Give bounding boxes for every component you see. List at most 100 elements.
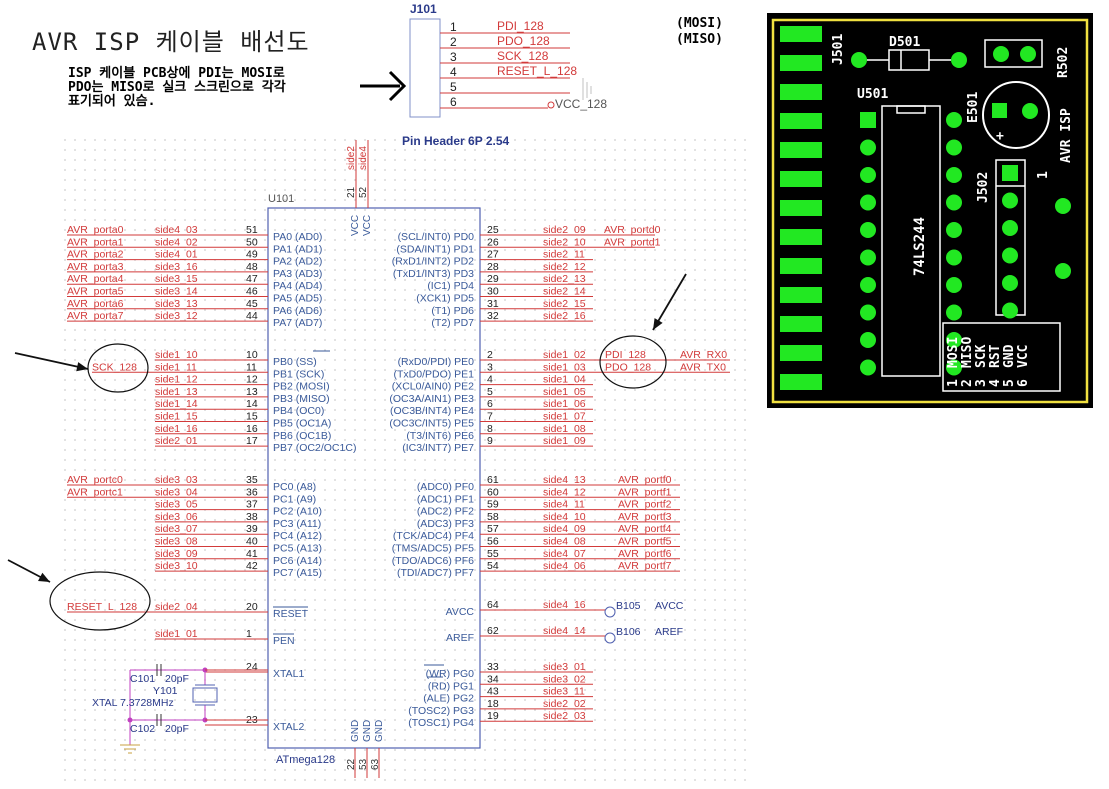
left-pin-name: PA6 (AD6) (273, 305, 322, 317)
right-pin-number: 43 (487, 686, 499, 698)
arrow-pdi-head-icon (653, 318, 663, 330)
test-point-icon (604, 632, 616, 644)
right-net-label: AVR_portd1 (604, 236, 661, 248)
right-pin-name: AREF (446, 632, 474, 644)
pad (860, 167, 876, 183)
right-side-label: side1_02 (543, 349, 586, 361)
pad (860, 277, 876, 293)
right-pin-name: (T3/INT6) PE6 (406, 430, 474, 442)
right-net-label: AVR_portf0 (618, 474, 672, 486)
legend-number: 5 (1002, 379, 1017, 387)
left-pin-name: PB6 (OC1B) (273, 430, 331, 442)
pad (860, 304, 876, 321)
left-pin-number: 44 (246, 310, 258, 322)
left-side-label: side1_12 (155, 374, 198, 386)
vcc-net-label: side4 (358, 146, 369, 170)
pad (860, 139, 876, 156)
left-pin-number: 39 (246, 523, 258, 535)
legend-signal: SCK (974, 344, 989, 368)
left-pin-name: PA5 (AD5) (273, 293, 322, 305)
right-pin-number: 2 (487, 349, 493, 361)
pad (860, 359, 876, 376)
edge-pad (780, 200, 822, 216)
arrow-head-icon (388, 70, 407, 102)
left-pin-name: PB5 (OC1A) (273, 418, 331, 430)
pin1-label: 1 (1036, 171, 1051, 179)
right-net-label: AVR_portf3 (618, 511, 672, 523)
r502-label: R502 (1056, 47, 1071, 78)
right-pin-name: (T1) PD6 (431, 305, 474, 317)
header-pin-number: 2 (450, 35, 457, 49)
vcc-port-icon (547, 101, 555, 109)
d501-label: D501 (889, 35, 920, 50)
c102-ref: C102 (130, 723, 155, 735)
right-net-label: AVR_portf6 (618, 548, 672, 560)
right-net-label: AVR_portf4 (618, 523, 672, 535)
left-pin-name: PA0 (AD0) (273, 231, 322, 243)
pad (951, 52, 967, 68)
right-pin-name: (TOSC1) PG4 (408, 717, 474, 729)
pcb-outline (771, 18, 1089, 404)
header-footprint: Pin Header 6P 2.54 (402, 134, 510, 148)
left-pin-number: 47 (246, 273, 258, 285)
right-pin-name: (TCK/ADC4) PF4 (393, 530, 474, 542)
left-pin-number: 12 (246, 374, 258, 386)
gnd-pin-number: 22 (346, 758, 357, 770)
pad (1022, 103, 1038, 119)
left-pin-number: 46 (246, 286, 258, 298)
left-pin-name: PC6 (A14) (273, 555, 322, 567)
left-pin-name: XTAL1 (273, 668, 304, 680)
right-pin-name: (RxD1/INT2) PD2 (392, 256, 474, 268)
vcc-net-label: side2 (346, 146, 357, 170)
pad (946, 332, 962, 348)
right-pin-number: 8 (487, 423, 493, 435)
left-pin-name: PA2 (AD2) (273, 256, 322, 268)
right-pin-number: 58 (487, 511, 499, 523)
diode-icon (888, 49, 930, 71)
right-side-label: side1_09 (543, 435, 586, 447)
left-pin-number: 36 (246, 486, 258, 498)
legend-number: 2 (960, 379, 975, 387)
right-pin-name: (OC3B/INT4) PE4 (390, 405, 474, 417)
right-pin-number: 33 (487, 661, 499, 673)
resistor-outline (984, 39, 1043, 68)
vcc-pin-name: VCC (362, 215, 373, 236)
right-pin-number: 61 (487, 474, 499, 486)
left-pin-name: PA1 (AD1) (273, 243, 322, 255)
left-side-label: side4_01 (155, 249, 198, 261)
pad (946, 194, 962, 211)
right-pin-number: 4 (487, 374, 493, 386)
right-pin-name: (ADC1) PF1 (417, 493, 474, 505)
right-side-label: side2_14 (543, 286, 586, 298)
right-pin-number: 55 (487, 548, 499, 560)
header-pin-number: 6 (450, 95, 457, 109)
right-net2-label: AVR_RX0 (680, 349, 727, 361)
right-net-label: PDI_128 (605, 349, 646, 361)
header-pin-number: 3 (450, 50, 457, 64)
edge-pad (780, 258, 822, 274)
left-side-label: side1_11 (155, 361, 197, 373)
gnd-pin-name: GND (350, 720, 361, 742)
left-side-label: side3_12 (155, 310, 198, 322)
left-pin-name: PA7 (AD7) (273, 317, 322, 329)
legend-number: 4 (988, 379, 1003, 387)
right-pin-name: (IC1) PD4 (427, 280, 474, 292)
left-side-label: side3_13 (155, 298, 198, 310)
left-pin-number: 20 (246, 601, 258, 613)
schematic-grid (60, 135, 750, 785)
mcu-ref: U101 (268, 193, 294, 205)
header-net-label: SCK_128 (497, 49, 549, 63)
left-pin-name: PB4 (OC0) (273, 405, 324, 417)
edge-pad (780, 345, 822, 361)
left-side-label: side4_03 (155, 224, 198, 236)
right-pin-number: 30 (487, 286, 499, 298)
mcu-part: ATmega128 (276, 754, 335, 766)
plus-label: + (996, 129, 1004, 144)
left-pin-number: 38 (246, 511, 258, 523)
mosi-label: (MOSI) (676, 16, 723, 31)
pad (1002, 220, 1018, 236)
right-pin-number: 6 (487, 398, 493, 410)
right-side-label: side2_09 (543, 224, 586, 236)
annotation-note: ISP 케이블 PCB상에 PDI는 MOSI로 PDO는 MISO로 실크 스… (68, 66, 286, 109)
